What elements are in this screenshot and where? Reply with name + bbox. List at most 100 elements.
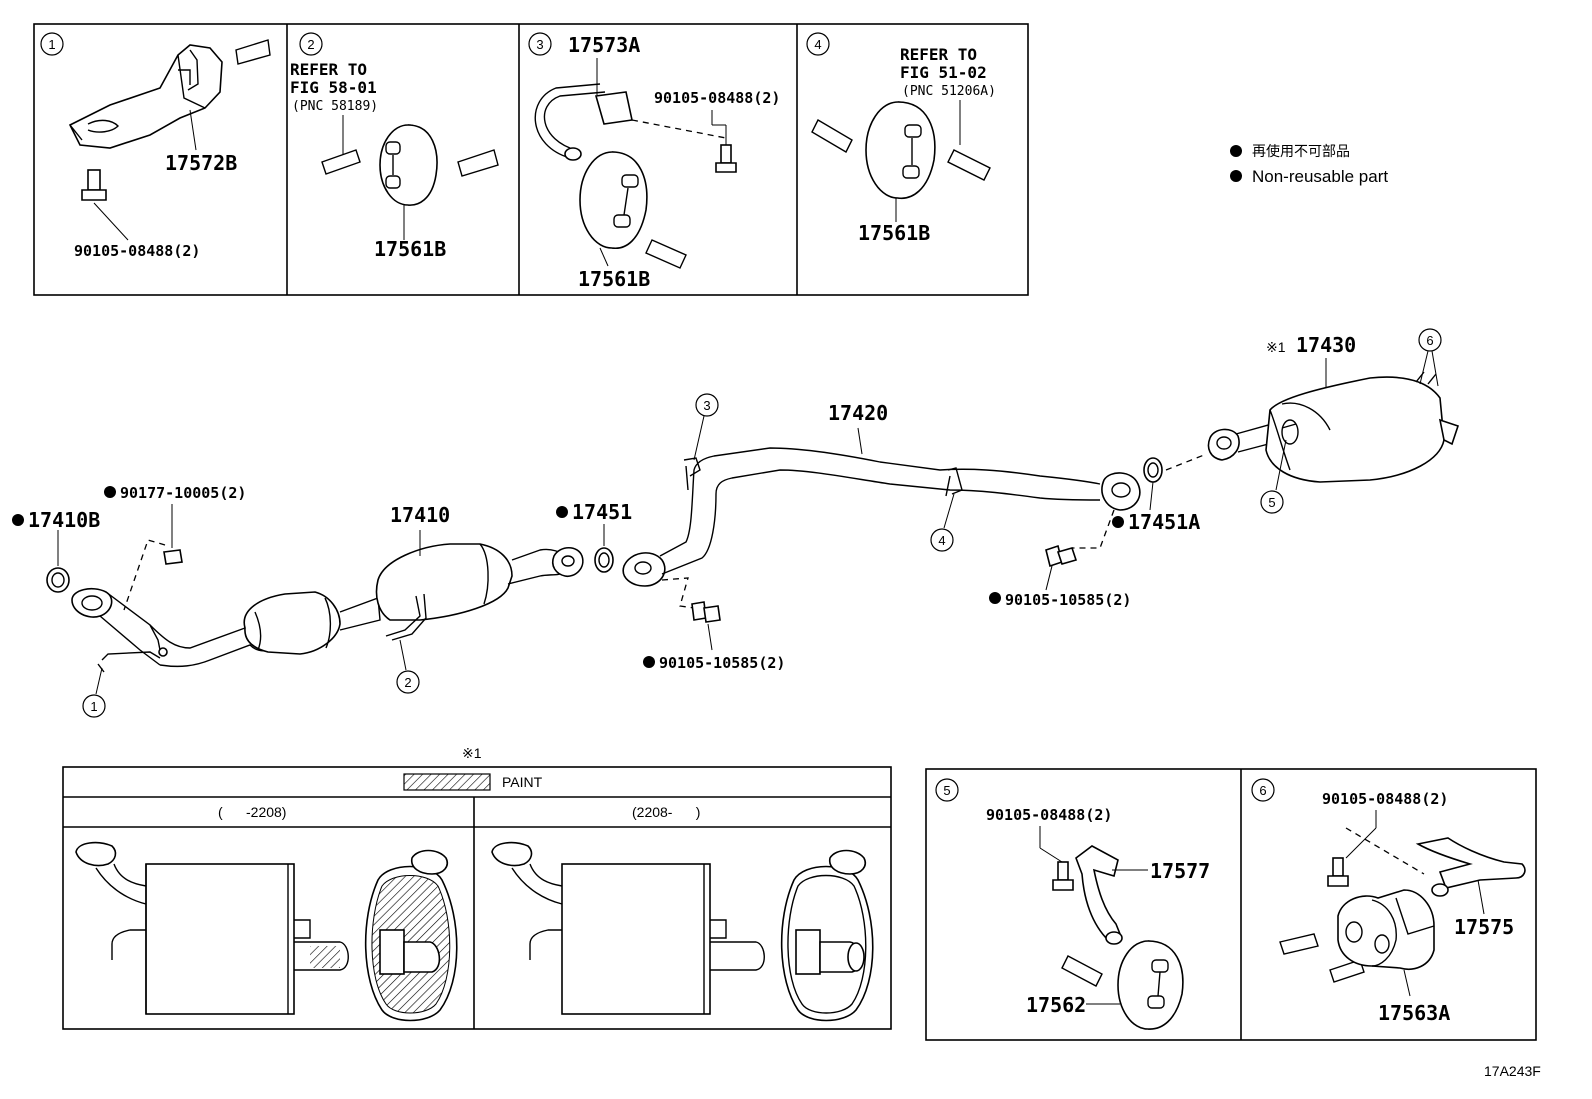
pipe-stub xyxy=(457,149,499,177)
pipe-stub xyxy=(645,239,687,269)
svg-text:5: 5 xyxy=(1268,495,1275,510)
part-label-17420: 17420 xyxy=(828,401,888,425)
paint-hatch-swatch xyxy=(403,773,491,791)
front-pipe-17410-drawing xyxy=(71,543,584,673)
bolt-icon xyxy=(1045,544,1078,568)
svg-text:2: 2 xyxy=(404,675,411,690)
part-label-17561b: 17561B xyxy=(578,267,650,291)
part-label-17573a: 17573A xyxy=(568,33,640,57)
bracket-17577-drawing xyxy=(1075,845,1123,945)
callout-3: 3 xyxy=(693,393,719,461)
svg-text:6: 6 xyxy=(1259,783,1266,798)
part-label-90105-08488: 90105-08488(2) xyxy=(986,806,1112,824)
bolt-icon xyxy=(1327,857,1349,887)
part-label-17451: 17451 xyxy=(572,500,632,524)
muffler-side-view-plain xyxy=(491,841,874,1022)
svg-text:1: 1 xyxy=(90,699,97,714)
part-label-90105-08488: 90105-08488(2) xyxy=(1322,790,1448,808)
muffler-side-view-painted xyxy=(75,841,458,1022)
non-reusable-bullet-icon xyxy=(643,656,655,668)
part-label-17561b: 17561B xyxy=(374,237,446,261)
bracket-17575-drawing xyxy=(1415,837,1526,897)
bullet-icon xyxy=(1230,170,1242,182)
refer-line-3: (PNC 58189) xyxy=(292,99,378,114)
pipe-stub xyxy=(1279,933,1319,955)
part-label-90177-10005: 90177-10005(2) xyxy=(120,484,246,502)
part-label-17562: 17562 xyxy=(1026,993,1086,1017)
legend-en: Non-reusable part xyxy=(1252,167,1388,186)
non-reusable-bullet-icon xyxy=(12,514,24,526)
rubber-hanger-17561b-drawing xyxy=(579,151,648,249)
muffler-17430-drawing xyxy=(1207,371,1460,483)
non-reusable-bullet-icon xyxy=(556,506,568,518)
bottom-inset-frame xyxy=(925,768,1537,1041)
paint-table: ※1 PAINT ( -2208) (2208- ) xyxy=(62,745,892,1030)
note-mark: ※1 xyxy=(1266,339,1286,355)
inset-4: 4 REFER TO FIG 51-02 (PNC 51206A) 17561B xyxy=(806,32,996,245)
bolt-icon xyxy=(1052,861,1074,891)
top-inset-frame xyxy=(33,23,1029,296)
part-label-90105-10585-a: 90105-10585(2) xyxy=(659,654,785,672)
refer-line-1: REFER TO xyxy=(900,45,977,64)
non-reusable-bullet-icon xyxy=(989,592,1001,604)
pipe-stub xyxy=(1329,959,1365,983)
inset-1: 1 17572B 90105-08488(2) xyxy=(40,32,271,260)
inset-6: 6 90105-08488(2) 17575 17563A xyxy=(1251,778,1526,1025)
callout-6: 6 xyxy=(1418,328,1442,387)
part-label-90105-10585-b: 90105-10585(2) xyxy=(1005,591,1131,609)
pipe-stub xyxy=(235,39,271,65)
gasket-17451: 17451 xyxy=(556,500,632,573)
rubber-hanger-17561b-drawing xyxy=(379,124,438,206)
callout-4: 4 xyxy=(930,493,955,552)
svg-text:4: 4 xyxy=(938,533,945,548)
refer-line-1: REFER TO xyxy=(290,60,367,79)
svg-text:5: 5 xyxy=(943,783,950,798)
part-label-17563a: 17563A xyxy=(1378,1001,1450,1025)
bolt-icon xyxy=(691,601,721,623)
center-pipe-17420-drawing xyxy=(622,447,1141,587)
bracket-17572b-drawing xyxy=(68,44,223,149)
gasket-17451a: 17451A xyxy=(1112,457,1200,534)
bolt-icon xyxy=(715,144,737,173)
callout-5: 5 xyxy=(1260,439,1287,514)
part-label-90105-08488: 90105-08488(2) xyxy=(654,89,780,107)
part-label-17410b: 17410B xyxy=(28,508,100,532)
refer-line-2: FIG 51-02 xyxy=(900,63,987,82)
rubber-hanger-17563a-drawing xyxy=(1337,889,1435,970)
part-label-17410: 17410 xyxy=(390,503,450,527)
inset-4-number: 4 xyxy=(814,37,821,52)
inset-2-number: 2 xyxy=(307,37,314,52)
col-right-header: (2208- ) xyxy=(632,804,700,820)
part-label-17575: 17575 xyxy=(1454,915,1514,939)
inset-2: 2 REFER TO FIG 58-01 (PNC 58189) 17561B xyxy=(290,32,499,261)
svg-text:6: 6 xyxy=(1426,333,1433,348)
part-label-17572b: 17572B xyxy=(165,151,237,175)
figure-code: 17A243F xyxy=(1484,1063,1541,1079)
part-label-17451a: 17451A xyxy=(1128,510,1200,534)
part-label-90105-08488: 90105-08488(2) xyxy=(74,242,200,260)
col-left-header: ( -2208) xyxy=(218,804,286,820)
non-reusable-bullet-icon xyxy=(104,486,116,498)
inset-3-number: 3 xyxy=(536,37,543,52)
pipe-stub xyxy=(1061,955,1103,987)
pipe-stub xyxy=(811,119,853,153)
refer-line-3: (PNC 51206A) xyxy=(902,84,996,99)
rubber-hanger-17561b-drawing xyxy=(865,101,936,199)
inset-1-number-circle xyxy=(40,32,64,56)
rubber-hanger-17562-drawing xyxy=(1117,940,1184,1030)
svg-text:3: 3 xyxy=(703,398,710,413)
legend: 再使用不可部品 Non-reusable part xyxy=(1230,143,1388,186)
bolt-icon xyxy=(81,169,107,201)
paint-label: PAINT xyxy=(502,774,543,790)
part-label-17577: 17577 xyxy=(1150,859,1210,883)
callout-1: 1 xyxy=(82,667,106,718)
bracket-17573a-drawing xyxy=(534,83,633,161)
callout-2: 2 xyxy=(396,639,420,694)
paint-note-mark: ※1 xyxy=(462,745,482,761)
legend-jp: 再使用不可部品 xyxy=(1252,143,1350,159)
inset-1-number: 1 xyxy=(48,37,55,52)
part-label-17430: 17430 xyxy=(1296,333,1356,357)
nut-90177: 90177-10005(2) xyxy=(104,484,246,611)
inset-3: 3 17573A 90105-08488(2) 17561B xyxy=(528,32,780,291)
